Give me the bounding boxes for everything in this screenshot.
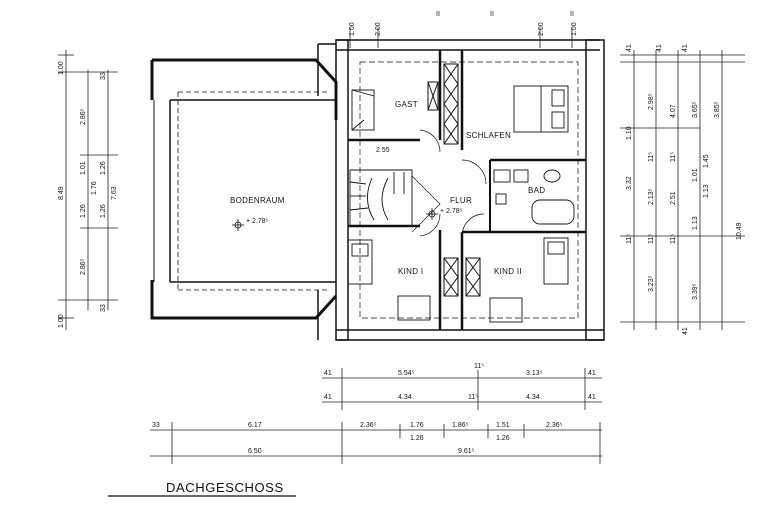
bottom-dim: 9.61⁵	[458, 448, 475, 455]
right-dim: 11⁵	[670, 152, 677, 162]
top-mark: II	[570, 11, 574, 18]
right-dim: 11⁵	[670, 234, 677, 244]
bottom-dim: 41	[588, 394, 596, 401]
level-bodenraum: + 2.78⁵	[246, 218, 269, 225]
left-dim: 7.63	[111, 186, 118, 200]
plan-title: DACHGESCHOSS	[166, 480, 284, 495]
bottom-dim: 4.34	[398, 394, 412, 401]
left-dimension-lines	[58, 50, 118, 330]
right-tick: 41	[682, 327, 689, 335]
bottom-dim: 1.51	[496, 422, 510, 429]
right-dim: 1.01	[692, 168, 699, 182]
right-dim: 2.13⁵	[648, 188, 655, 205]
left-dim: 2.86⁵	[80, 258, 87, 275]
left-dim: 1.26	[100, 161, 107, 175]
right-tick: 41	[656, 44, 663, 52]
room-label-kind2: KIND II	[494, 267, 522, 276]
right-dimension-lines	[620, 50, 745, 330]
right-dim: 1.10	[626, 126, 633, 140]
bottom-dim: 5.54⁵	[398, 370, 415, 377]
bottom-dimension-labels: 41 5.54⁵ 11⁵ 3.13⁵ 41 41 4.34 11⁵ 4.34 4…	[152, 363, 596, 455]
top-dim: 2.00	[538, 22, 545, 36]
bottom-dim: 6.17	[248, 422, 262, 429]
bottom-dim: 3.13⁵	[526, 370, 543, 377]
right-dim: 2.51	[670, 191, 677, 205]
bottom-dim: 41	[324, 370, 332, 377]
right-dim: 3.85⁵	[714, 101, 721, 118]
right-dim: 1.45	[703, 154, 710, 168]
left-dim: 1.00	[58, 314, 65, 328]
left-dim: 33	[100, 72, 107, 80]
right-dim: 3.23⁵	[648, 275, 655, 292]
top-mark: II	[436, 11, 440, 18]
staircase	[349, 169, 413, 227]
right-dim: 11⁵	[648, 234, 655, 244]
bottom-dim: 33	[152, 422, 160, 429]
bottom-dim: 41	[588, 370, 596, 377]
dim-stair-width: 2.55	[376, 147, 390, 154]
right-dim: 10.49	[736, 222, 743, 240]
bottom-dim: 1.76	[410, 422, 424, 429]
skylights	[427, 63, 481, 297]
left-dim: 2.86⁵	[80, 108, 87, 125]
top-dimension-ticks	[349, 28, 573, 48]
right-dim: 11⁵	[626, 234, 633, 244]
right-dim: 2.98⁵	[648, 93, 655, 110]
bottom-dim: 41	[324, 394, 332, 401]
left-dim: 1.26	[80, 204, 87, 218]
right-dim: 3.32	[626, 176, 633, 190]
right-dim: 3.65⁵	[692, 101, 699, 118]
furniture	[347, 85, 575, 323]
right-dim: 4.07	[670, 104, 677, 118]
bottom-dim: 11⁵	[474, 363, 484, 370]
left-dim: 8.49	[58, 186, 65, 200]
bottom-dimension-lines	[150, 368, 602, 464]
room-label-flur: FLUR	[450, 196, 472, 205]
left-dim: 1.01	[80, 161, 87, 175]
level-flur: + 2.78⁵	[440, 208, 463, 215]
right-dim: 1.13	[692, 216, 699, 230]
right-dimension-labels: 3.32 1.10 11⁵ 2.98⁵ 11⁵ 2.13⁵ 11⁵ 3.23⁵ …	[626, 44, 743, 335]
top-dim: 2.00	[375, 22, 382, 36]
room-label-bad: BAD	[528, 186, 545, 195]
left-dim: 1.00	[58, 61, 65, 75]
bottom-dim: 11⁵	[468, 394, 478, 401]
room-label-schlafen: SCHLAFEN	[466, 131, 511, 140]
top-dim: 1.00	[349, 22, 356, 36]
left-dim: 1.26	[100, 204, 107, 218]
right-dim: 1.13	[703, 184, 710, 198]
right-tick: 41	[682, 44, 689, 52]
level-markers	[232, 208, 438, 231]
bottom-dim-sub: 1.26	[410, 435, 424, 442]
bottom-dim: 2.36⁵	[546, 422, 563, 429]
top-dim: 1.00	[571, 22, 578, 36]
right-dim: 3.39⁵	[692, 283, 699, 300]
left-dim: 1.76	[91, 181, 98, 195]
bottom-dim: 6.50	[248, 448, 262, 455]
right-tick: 41	[626, 44, 633, 52]
room-label-bodenraum: BODENRAUM	[230, 196, 285, 205]
bottom-dim: 2.36⁵	[360, 422, 377, 429]
top-dimension-labels: 1.00 2.00 2.00 1.00 II II II	[349, 11, 578, 36]
left-dimension-labels: 1.00 8.49 1.00 2.86⁵ 1.01 1.26 2.86⁵ 33 …	[58, 61, 118, 328]
door-swings	[411, 129, 487, 237]
room-label-gast: GAST	[395, 100, 418, 109]
top-mark: II	[490, 11, 494, 18]
room-label-kind1: KIND I	[398, 267, 423, 276]
bottom-dim: 1.86⁵	[452, 422, 469, 429]
left-dim: 33	[100, 304, 107, 312]
bottom-dim-sub: 1.26	[496, 435, 510, 442]
bottom-dim: 4.34	[526, 394, 540, 401]
right-dim: 11⁵	[648, 152, 655, 162]
